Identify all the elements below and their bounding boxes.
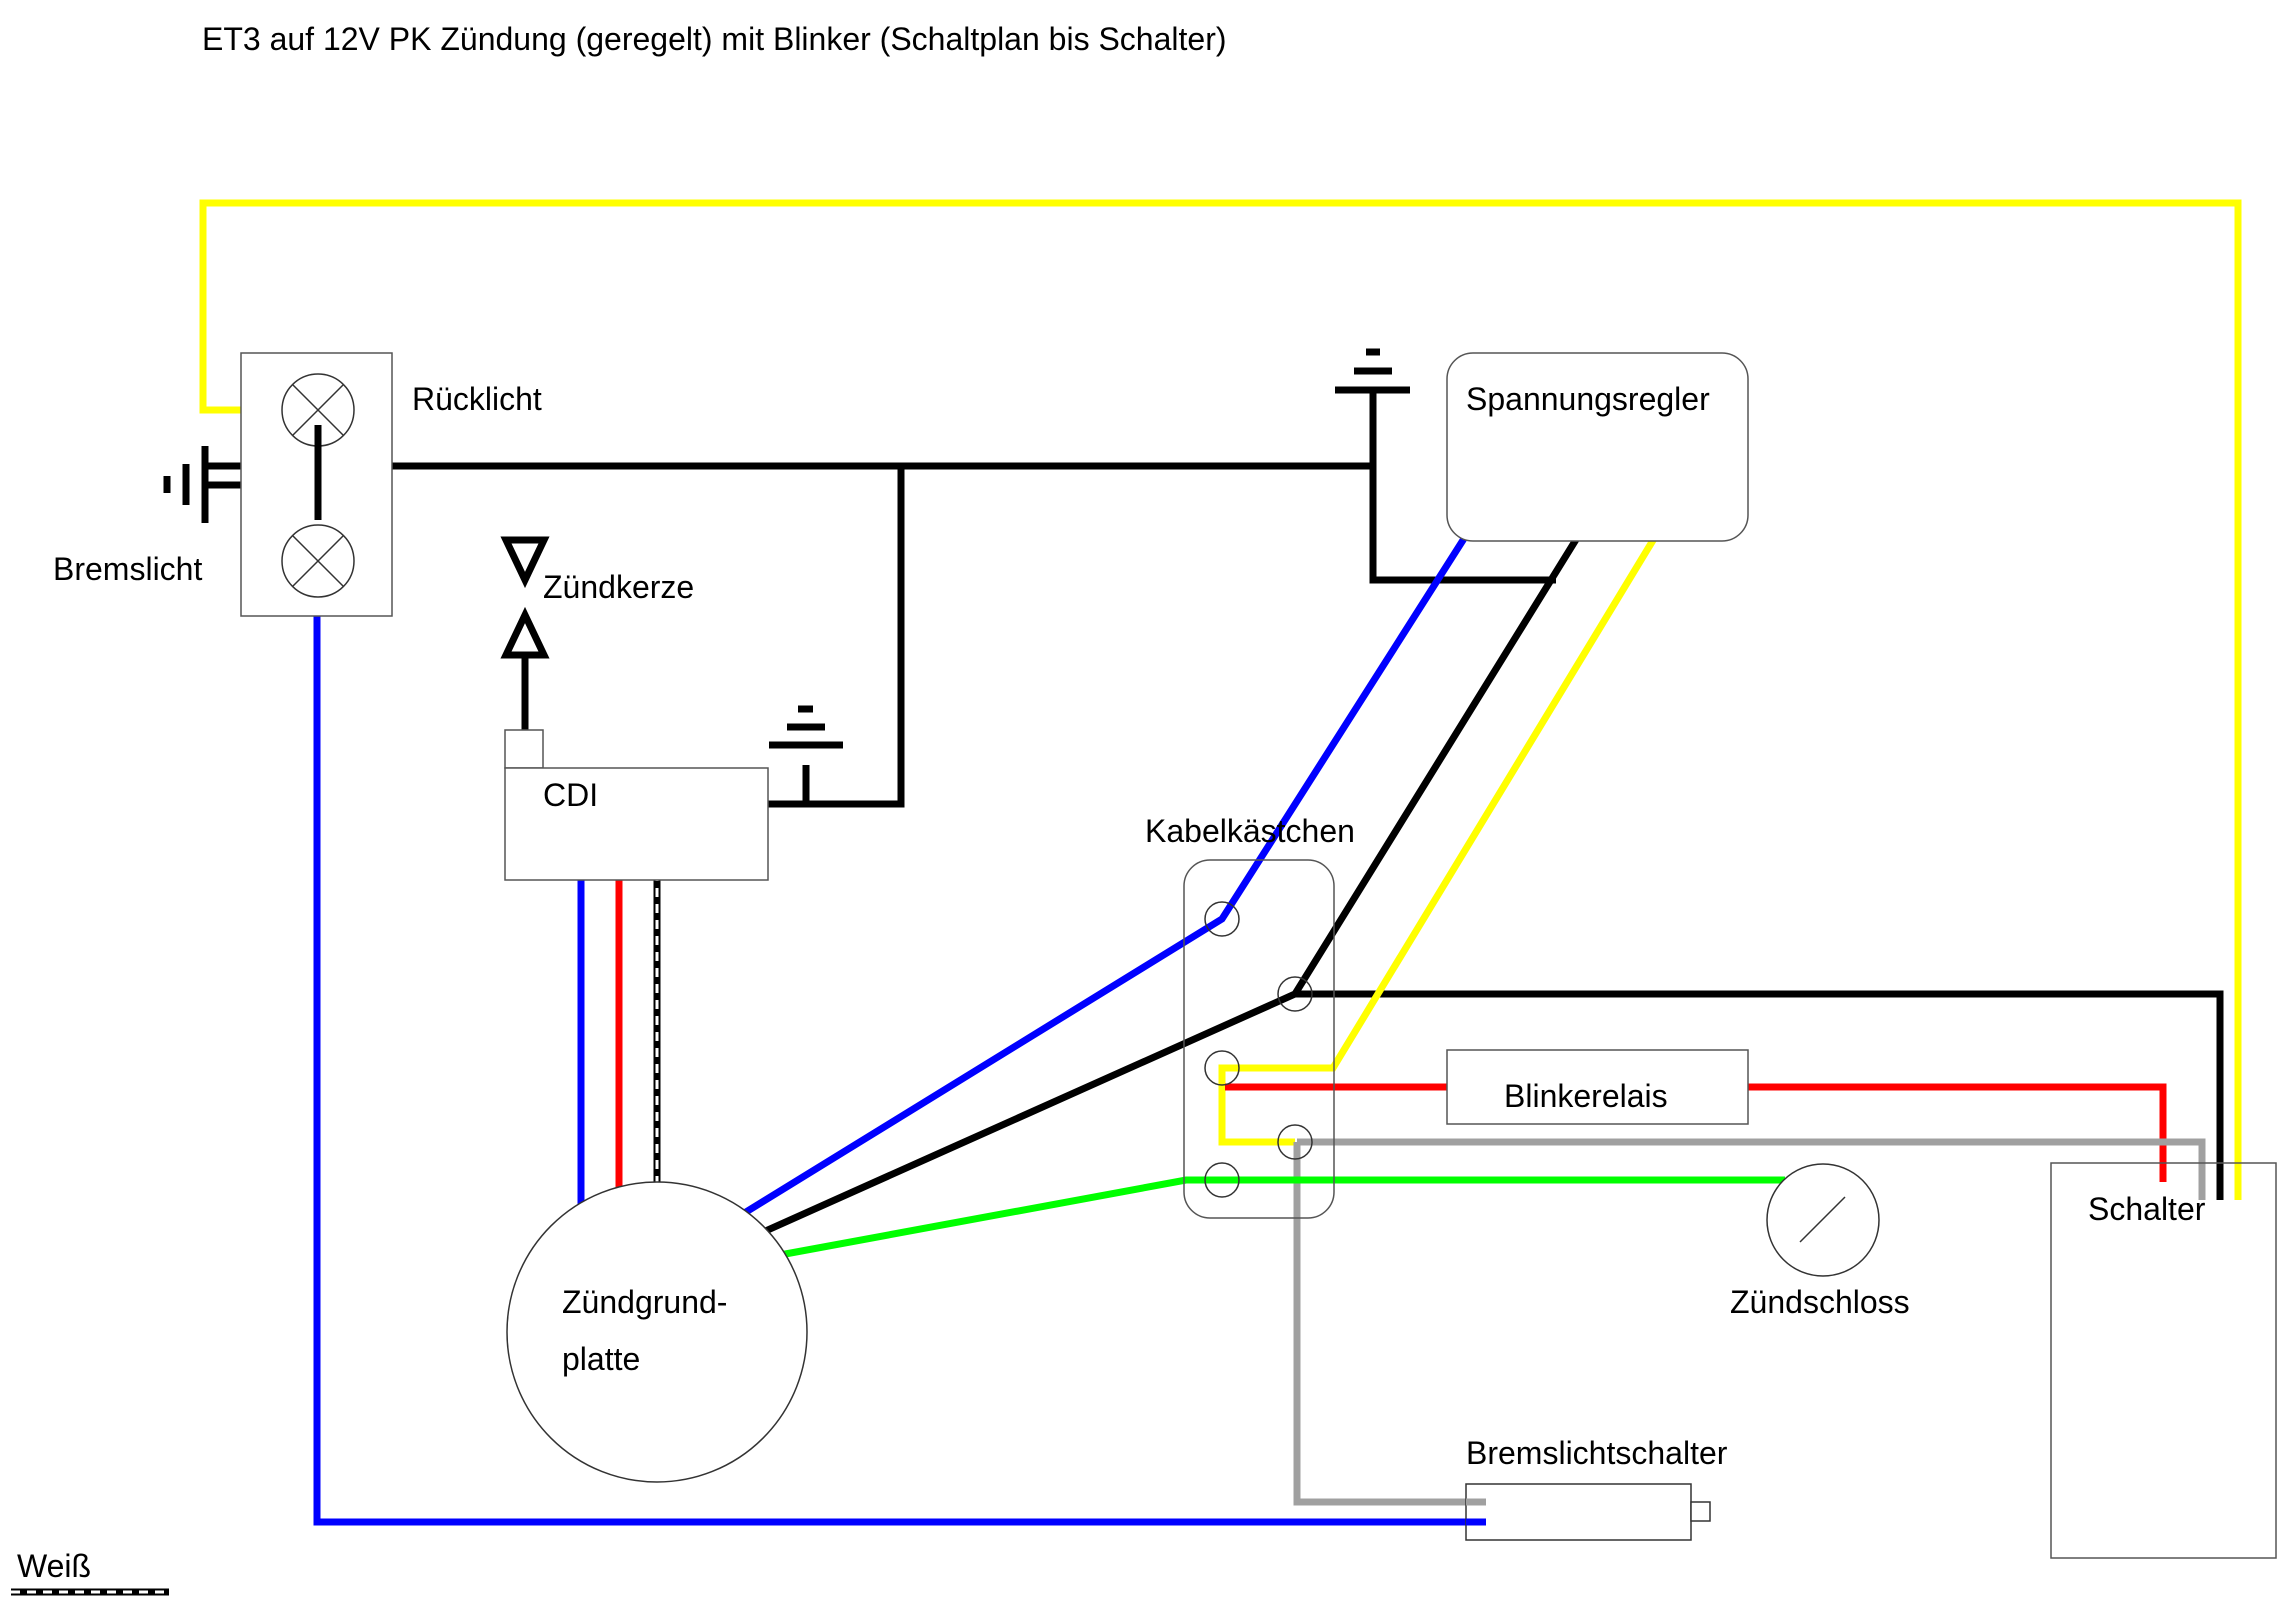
label-bremslicht: Bremslicht [53,551,202,587]
label-spannungsregler: Spannungsregler [1466,381,1710,417]
ground-symbol-ruecklicht-icon [163,446,209,523]
label-zuendgrundplatte-line2: platte [562,1341,640,1377]
wire-black-bus-to-cdi [750,466,905,808]
zuendkerze-icon [500,536,550,659]
label-bremslichtschalter: Bremslichtschalter [1466,1435,1728,1471]
wire-black-ground-regler [1369,390,1556,584]
zuendgrundplatte-disc [506,1181,808,1483]
label-zuendschloss: Zündschloss [1730,1284,1910,1320]
wire-yellow-ruecklicht-schalter [199,199,2242,1200]
diagram-title: ET3 auf 12V PK Zündung (geregelt) mit Bl… [202,21,1227,57]
legend-label-weiss: Weiß [17,1548,91,1584]
ruecklicht-lamp-icon [281,373,355,447]
label-zuendgrundplatte-line1: Zündgrund- [562,1284,727,1320]
wire-black-schalter [1295,990,2224,1200]
ground-symbol-cdi-icon [769,705,843,804]
wire-gray-schalter [1297,1138,2206,1200]
bremslicht-lamp-icon [281,524,355,598]
wire-blue-bremslicht [313,575,1486,1526]
blinkerelais-box [1446,1049,1749,1125]
kabelkaestchen-box [1183,859,1335,1219]
label-blinkerelais: Blinkerelais [1504,1078,1668,1114]
label-cdi: CDI [543,777,598,813]
zuendschloss-icon [1766,1163,1880,1277]
cdi-unit [504,729,769,881]
ruecklicht-housing [240,352,393,617]
label-kabelkaestchen: Kabelkästchen [1145,813,1355,849]
label-ruecklicht: Rücklicht [412,381,542,417]
spannungsregler-box [1446,352,1749,542]
bremslichtschalter-body [1465,1483,1711,1541]
wire-yellow-regler [1218,502,1678,1146]
schalter-box [2050,1162,2277,1559]
wire-gray-bremslichtschalter [1293,1142,1486,1506]
label-schalter: Schalter [2088,1191,2206,1227]
wire-blue-regler [731,502,1489,1223]
wire-red-blinker-out [1731,1083,2167,1182]
ground-symbol-regler-icon [1335,348,1410,394]
wire-green-zuendschloss [768,1176,1785,1261]
label-zuendkerze: Zündkerze [543,569,694,605]
